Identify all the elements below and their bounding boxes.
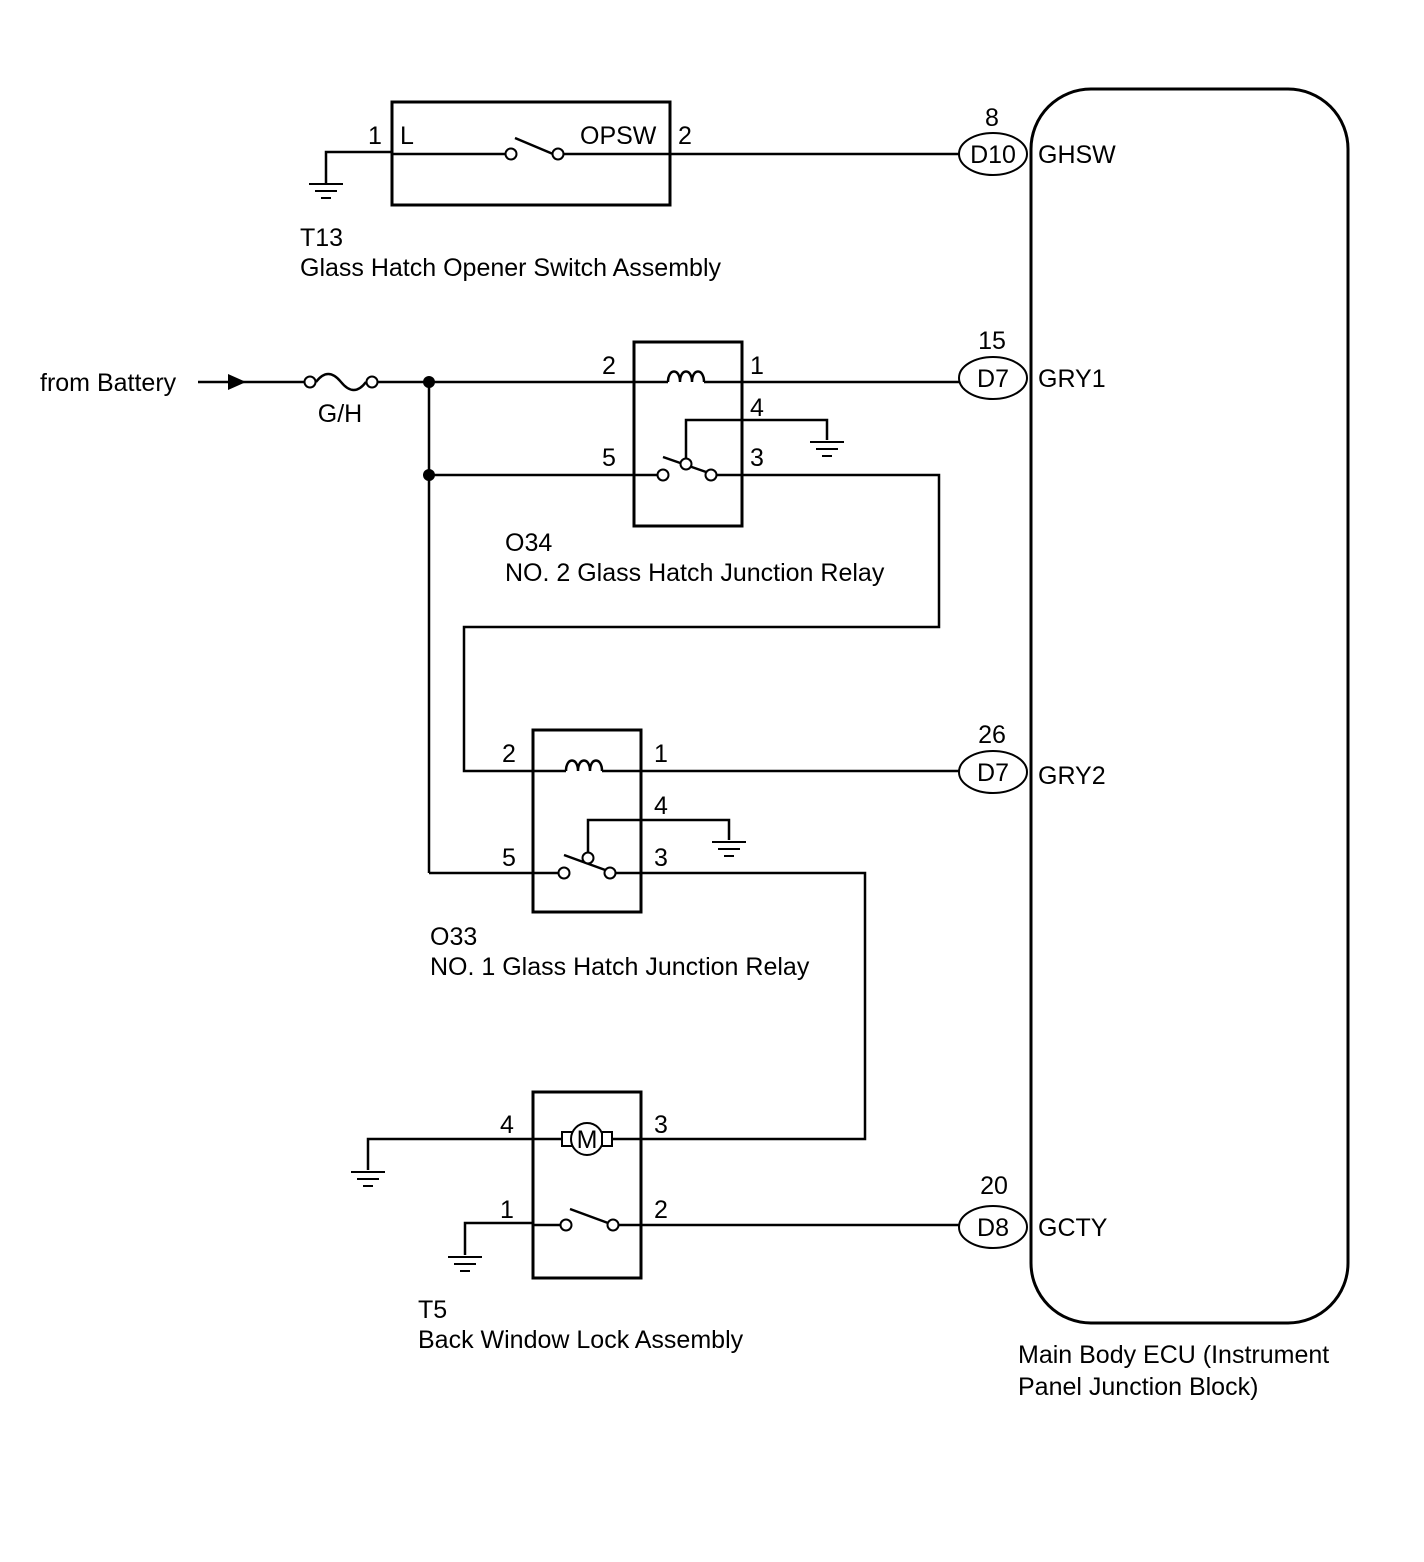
arrow-right-icon <box>228 374 246 390</box>
switch-contact <box>679 457 693 471</box>
t5-pin-3: 3 <box>654 1111 668 1139</box>
fuse-terminal <box>303 375 317 389</box>
o34-relay: 2 1 4 5 3 O34 NO. 2 Glass Hatch Junction… <box>429 340 885 587</box>
connector-oval <box>958 1205 1028 1249</box>
t13-label-l: L <box>400 122 414 150</box>
signal-name: GRY2 <box>1038 762 1106 790</box>
ecu-terminal-gcty: 20 D8 GCTY <box>958 1172 1108 1249</box>
wire-o33-to-t5 <box>641 871 867 1141</box>
ecu-outline <box>1029 87 1350 1325</box>
junction-dot <box>423 376 435 388</box>
o33-name: NO. 1 Glass Hatch Junction Relay <box>430 953 810 981</box>
t5-pin-1: 1 <box>500 1196 514 1224</box>
ecu-terminal-gry2: 26 D7 GRY2 <box>958 721 1106 794</box>
switch-contact <box>504 147 518 161</box>
ground-icon <box>809 441 845 457</box>
t5-back-window-lock: 4 3 1 2 M T5 Back Window Lock Assembly <box>418 1090 744 1354</box>
o33-code: O33 <box>430 923 477 951</box>
switch-contact <box>557 866 571 880</box>
signal-name: GHSW <box>1038 141 1116 169</box>
ground-icon <box>308 183 344 199</box>
fuse-terminal <box>365 375 379 389</box>
o34-pin-3: 3 <box>750 444 764 472</box>
fuse-label: G/H <box>318 400 362 428</box>
ecu-terminal-ghsw: 8 D10 GHSW <box>958 104 1116 176</box>
t5-motor-ground-wire <box>366 1137 533 1170</box>
ground-icon <box>350 1171 386 1187</box>
switch-contact <box>581 851 595 865</box>
switch-contact <box>606 1218 620 1232</box>
ecu-pin-number: 8 <box>985 104 999 132</box>
switch-contact <box>704 468 718 482</box>
switch-contact <box>551 147 565 161</box>
o34-pin-1: 1 <box>750 352 764 380</box>
o34-ground-wire <box>684 418 829 458</box>
o34-pin-4: 4 <box>750 394 764 422</box>
main-body-ecu: Main Body ECU (Instrument Panel Junction… <box>1018 87 1350 1401</box>
t13-label-opsw: OPSW <box>580 122 657 150</box>
connector-code: D8 <box>977 1214 1009 1242</box>
t13-pin-2: 2 <box>678 122 692 150</box>
o33-pin-4: 4 <box>654 792 668 820</box>
signal-name: GCTY <box>1038 1214 1108 1242</box>
fuse-icon <box>315 372 367 392</box>
switch-contact <box>656 468 670 482</box>
t13-pin-1: 1 <box>368 122 382 150</box>
relay-coil-icon <box>666 370 706 383</box>
ground-icon <box>711 841 747 857</box>
t13-code: T13 <box>300 224 343 252</box>
o34-pin-2: 2 <box>602 352 616 380</box>
o33-relay: 2 1 4 5 3 O33 NO. 1 Glass Hatch Junction… <box>429 728 810 981</box>
switch-blade <box>514 136 554 156</box>
connector-code: D7 <box>977 365 1009 393</box>
t13-ground-wire <box>324 150 392 184</box>
o33-pin-3: 3 <box>654 844 668 872</box>
ecu-pin-number: 26 <box>978 721 1006 749</box>
t5-code: T5 <box>418 1296 447 1324</box>
connector-code: D7 <box>977 759 1009 787</box>
battery-source: from Battery G/H <box>40 369 634 428</box>
motor-label: M <box>577 1126 598 1154</box>
wire-o34-to-o33 <box>462 473 941 773</box>
o33-pin-1: 1 <box>654 740 668 768</box>
o34-box <box>632 340 744 528</box>
connector-oval <box>958 356 1028 400</box>
switch-blade <box>569 1207 609 1225</box>
from-battery-label: from Battery <box>40 369 177 397</box>
signal-name: GRY1 <box>1038 365 1106 393</box>
ground-icon <box>447 1256 483 1272</box>
switch-contact <box>603 866 617 880</box>
t5-pin-4: 4 <box>500 1111 514 1139</box>
t13-opener-switch: 1 L OPSW 2 T13 Glass Hatch Opener Switch… <box>300 100 721 282</box>
relay-coil-icon <box>564 759 604 772</box>
o34-pin-5: 5 <box>602 444 616 472</box>
t5-name: Back Window Lock Assembly <box>418 1326 744 1354</box>
ecu-terminal-gry1: 15 D7 GRY1 <box>958 327 1106 400</box>
o33-pin-2: 2 <box>502 740 516 768</box>
o34-code: O34 <box>505 529 552 557</box>
ecu-pin-number: 15 <box>978 327 1006 355</box>
switch-contact <box>559 1218 573 1232</box>
ecu-name-line2: Panel Junction Block) <box>1018 1373 1258 1401</box>
ecu-name-line1: Main Body ECU (Instrument <box>1018 1341 1329 1369</box>
o34-name: NO. 2 Glass Hatch Junction Relay <box>505 559 885 587</box>
t5-box <box>531 1090 643 1280</box>
t5-pin-2: 2 <box>654 1196 668 1224</box>
t5-switch-ground-wire <box>463 1221 533 1255</box>
o33-ground-wire <box>586 818 731 852</box>
o33-pin-5: 5 <box>502 844 516 872</box>
connector-code: D10 <box>970 141 1016 169</box>
motor-brush <box>601 1131 613 1147</box>
ecu-pin-number: 20 <box>980 1172 1008 1200</box>
t13-name: Glass Hatch Opener Switch Assembly <box>300 254 721 282</box>
